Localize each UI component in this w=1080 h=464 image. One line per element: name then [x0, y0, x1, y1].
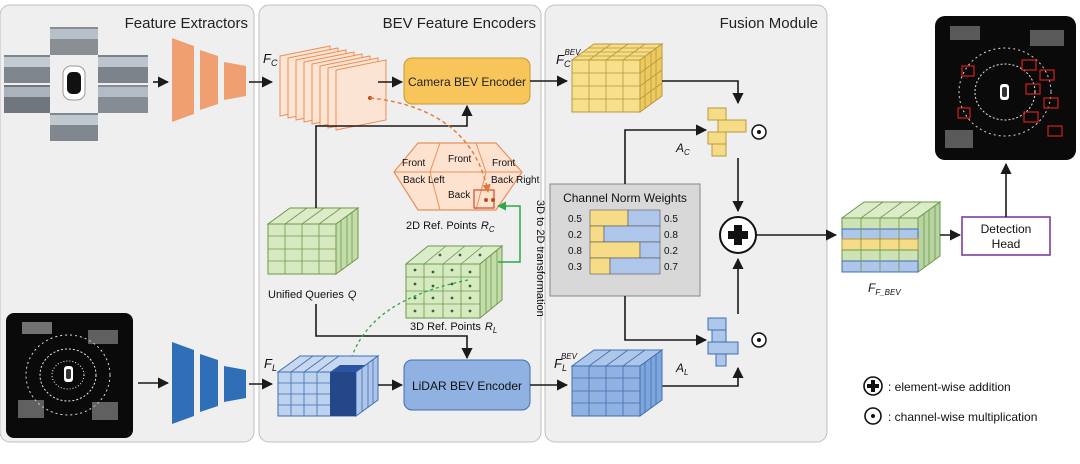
view-back: Back: [448, 190, 471, 201]
lidar-attention-weights: [707, 317, 739, 367]
detection-head-line2: Head: [992, 237, 1021, 251]
camera-bev-encoder-label: Camera BEV Encoder: [408, 75, 526, 89]
view-front-left: Front: [402, 158, 426, 169]
camera-attention-label: AC: [675, 141, 690, 157]
lidar-feature-label: FL: [264, 356, 277, 373]
camera-bev-label: FCBEV: [556, 48, 581, 69]
lidar-attention-label: AL: [675, 361, 688, 377]
lidar-bev-cube: [570, 349, 664, 417]
camera-views-hexagon: [393, 142, 523, 211]
fused-bev-label: FF_BEV: [868, 281, 901, 297]
transform-arrow: [497, 201, 521, 263]
lidar-point-cloud-image: [6, 313, 133, 438]
view-back-left: Back Left: [403, 175, 445, 186]
legend: : element-wise addition : channel-wise m…: [863, 376, 1037, 425]
view-front-right: Front: [492, 158, 516, 169]
legend-mult-label: : channel-wise multiplication: [888, 410, 1037, 424]
feature-extractors-title: Feature Extractors: [125, 15, 248, 32]
camera-images: [4, 27, 148, 141]
weight-left-0: 0.5: [568, 214, 582, 225]
camera-feature-maps: [279, 45, 387, 131]
camera-bev-cube: [570, 43, 664, 113]
lidar-projection-arrow: [345, 279, 469, 371]
camera-attention-weights: [707, 107, 747, 157]
fusion-title: Fusion Module: [720, 15, 818, 32]
bev-encoders-title: BEV Feature Encoders: [383, 15, 536, 32]
channel-norm-values-left: 0.5 0.2 0.8 0.3: [568, 214, 582, 273]
legend-add-label: : element-wise addition: [888, 380, 1011, 394]
ref-3d-cube: [404, 244, 504, 320]
channel-norm-bars: [589, 209, 661, 275]
weight-right-3: 0.7: [664, 262, 678, 273]
lidar-backbone: [172, 342, 246, 424]
fused-bev-cube: [840, 201, 942, 273]
lidar-bev-encoder-label: LiDAR BEV Encoder: [412, 379, 522, 393]
camera-projection-arrow: [369, 97, 491, 193]
transform-label: 3D to 2D transformation: [534, 200, 546, 317]
lidar-bev-label: FLBEV: [554, 352, 578, 373]
view-back-right: Back Right: [491, 175, 540, 186]
detection-head-line1: Detection: [981, 222, 1032, 236]
weight-right-0: 0.5: [664, 214, 678, 225]
detection-output-image: [935, 16, 1076, 160]
weight-right-1: 0.8: [664, 230, 678, 241]
lidar-feature-cube: [276, 355, 380, 417]
camera-backbone: [172, 38, 246, 122]
channel-norm-weights-title: Channel Norm Weights: [563, 191, 687, 205]
channel-norm-values-right: 0.5 0.8 0.2 0.7: [664, 214, 678, 273]
weight-right-2: 0.2: [664, 246, 678, 257]
weight-left-3: 0.3: [568, 262, 582, 273]
view-front: Front: [448, 154, 472, 165]
weight-left-1: 0.2: [568, 230, 582, 241]
detection-head: [961, 216, 1051, 256]
camera-feature-label: FC: [263, 51, 278, 68]
weight-left-2: 0.8: [568, 246, 582, 257]
unified-queries-cube: [266, 207, 360, 275]
